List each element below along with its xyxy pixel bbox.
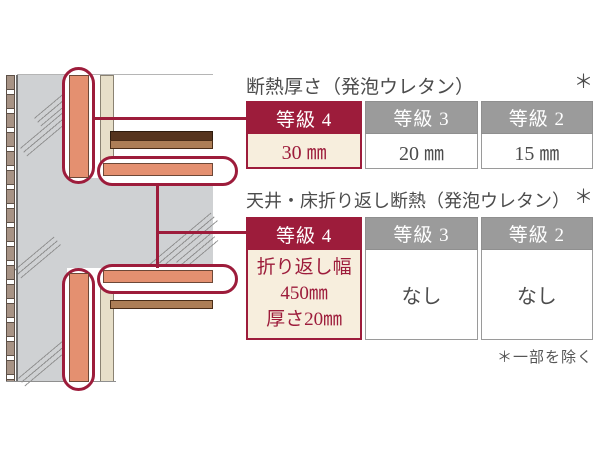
grade4-value-cell: 30 ㎜ xyxy=(248,134,361,167)
insulation-wall-lower xyxy=(69,273,89,382)
floor-layer-light xyxy=(110,140,213,149)
table2-title: 天井・床折り返し断熱（発泡ウレタン） xyxy=(246,191,570,211)
grade4-column: 等級 4 30 ㎜ xyxy=(246,101,363,169)
grade2-header: 等級 2 xyxy=(480,217,593,250)
grade2-column: 等級 2 なし xyxy=(480,217,593,340)
grade3-value-cell: 20 ㎜ xyxy=(365,134,478,169)
section-bottom-edge xyxy=(6,381,116,382)
fold-width-label: 折り返し幅 xyxy=(256,257,352,278)
grade4-header: 等級 4 xyxy=(248,103,361,134)
insulation-wall-upper xyxy=(69,75,89,178)
table1-title: 断熱厚さ（発泡ウレタン） xyxy=(246,77,475,98)
table1-note-mark: ＊ xyxy=(573,72,593,93)
connector-line-thickness xyxy=(92,117,246,120)
grade2-header: 等級 2 xyxy=(480,101,593,134)
ceiling-board xyxy=(110,300,213,309)
connector-line-fold-horizontal xyxy=(156,231,246,234)
grade3-header: 等級 3 xyxy=(365,217,478,250)
fold-insulation-table: 等級 4 折り返し幅 450㎜ 厚さ20㎜ 等級 3 なし 等級 2 なし xyxy=(246,217,593,340)
table1-title-row: 断熱厚さ（発泡ウレタン） ＊ xyxy=(246,72,593,99)
grade3-value-cell: なし xyxy=(365,250,478,340)
table2-note-mark: ＊ xyxy=(573,187,593,208)
grade3-column: 等級 3 20 ㎜ xyxy=(365,101,478,169)
grade2-column: 等級 2 15 ㎜ xyxy=(480,101,593,169)
insulation-ceiling-fold xyxy=(103,270,213,283)
grade4-value-cell: 折り返し幅 450㎜ 厚さ20㎜ xyxy=(248,250,361,338)
exterior-tile-column xyxy=(6,75,15,382)
grade2-value-cell: 15 ㎜ xyxy=(480,134,593,169)
grade3-header: 等級 3 xyxy=(365,101,478,134)
grade2-value-cell: なし xyxy=(480,250,593,340)
grade4-header: 等級 4 xyxy=(248,219,361,250)
grade4-column: 等級 4 折り返し幅 450㎜ 厚さ20㎜ xyxy=(246,217,363,340)
connector-line-fold-vertical xyxy=(156,183,159,268)
insulation-floor-fold xyxy=(103,163,213,176)
fold-width-value: 450㎜ xyxy=(280,283,328,304)
insulation-thickness-table: 等級 4 30 ㎜ 等級 3 20 ㎜ 等級 2 15 ㎜ xyxy=(246,101,593,169)
fold-thickness-value: 厚さ20㎜ xyxy=(266,309,343,330)
table2-title-row: 天井・床折り返し断熱（発泡ウレタン） ＊ xyxy=(246,187,593,213)
footnote: ＊一部を除く xyxy=(496,349,593,366)
grade3-column: 等級 3 なし xyxy=(365,217,478,340)
section-top-edge xyxy=(17,74,213,75)
wall-edge-line xyxy=(16,75,18,382)
